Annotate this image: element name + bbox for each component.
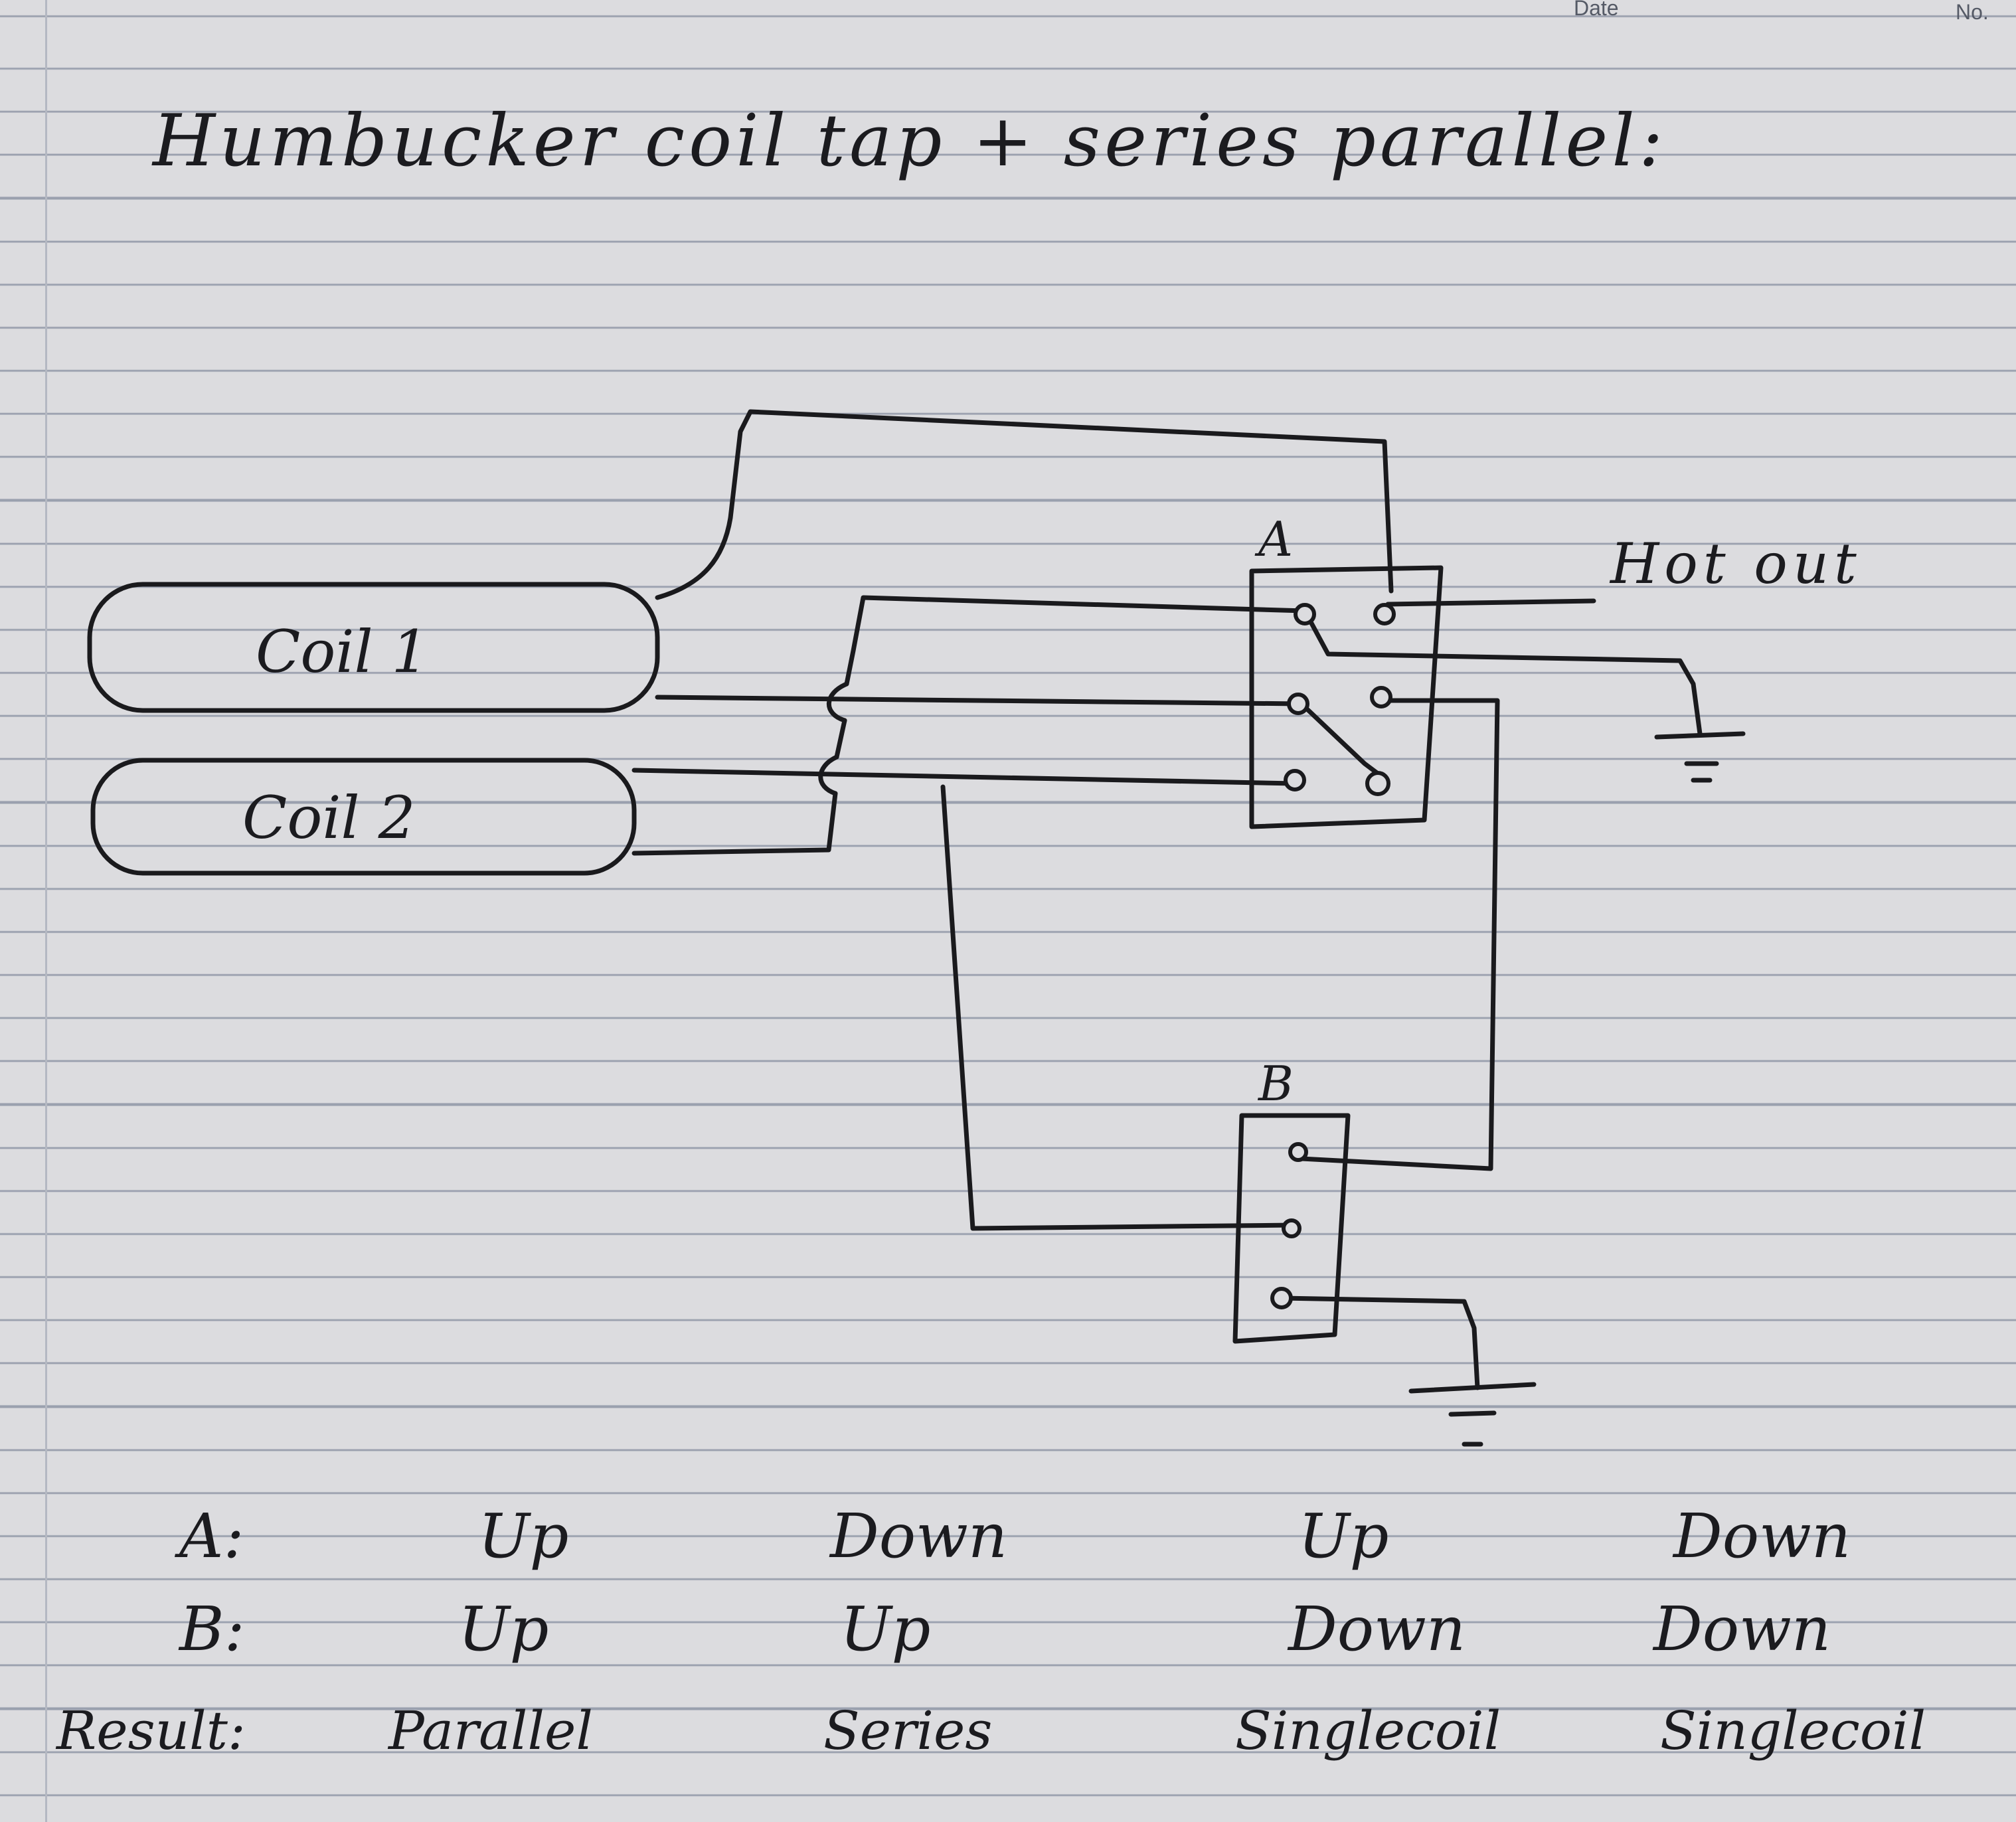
wire-coil2-to-switch-a-bottom — [631, 768, 1298, 786]
col4-a: Down — [1673, 1501, 1851, 1572]
col2-a: Down — [830, 1501, 1008, 1572]
row-label-b: B: — [179, 1594, 245, 1665]
margin-line — [45, 0, 47, 1822]
switch-a-lug-2 — [1373, 603, 1396, 625]
wire-switch-b-ground — [1279, 1295, 1480, 1390]
switch-a-lug-5 — [1284, 769, 1306, 791]
ground-2-line-2 — [1448, 1410, 1497, 1417]
col3-a: Up — [1298, 1501, 1389, 1572]
wire-coil1-top-to-hot — [655, 409, 1394, 600]
col2-b: Up — [840, 1594, 931, 1665]
col1-b: Up — [458, 1594, 549, 1665]
wire-hop-2 — [818, 754, 839, 796]
wire-series-to-switch-b — [940, 784, 1298, 1231]
col3-b: Down — [1288, 1594, 1466, 1665]
switch-b-lug-2 — [1282, 1218, 1302, 1238]
row-label-a: A: — [179, 1501, 244, 1572]
switch-a-lug-6 — [1365, 771, 1390, 796]
switch-b-body — [1232, 1113, 1351, 1344]
switch-a-label: A — [1258, 511, 1293, 567]
col2-result: Series — [823, 1700, 993, 1762]
coil-2-body — [90, 758, 637, 876]
coil-2-label: Coil 2 — [242, 784, 416, 852]
diagram-title: Humbucker coil tap + series parallel: — [153, 100, 1667, 183]
wire-to-coil2-bottom — [631, 791, 838, 856]
ground-1-line-1 — [1654, 731, 1746, 740]
wire-switch-a-top-left — [844, 595, 1307, 687]
wire-hot-out — [1385, 598, 1596, 607]
wire-switch-a-ground — [1302, 608, 1703, 736]
col3-result: Singlecoil — [1235, 1700, 1501, 1762]
wire-switch-a-to-switch-b — [1299, 698, 1500, 1171]
wire-coil1-to-switch-a-mid — [655, 695, 1304, 706]
number-label: No. — [1956, 0, 1989, 24]
switch-a-lug-1 — [1294, 603, 1316, 625]
wire-hop-1 — [826, 681, 849, 723]
wire-down-1 — [834, 718, 847, 760]
ground-2-line-1 — [1408, 1382, 1537, 1394]
col1-result: Parallel — [388, 1700, 593, 1762]
col4-b: Down — [1653, 1594, 1831, 1665]
switch-a-body — [1249, 565, 1444, 829]
date-label: Date — [1574, 0, 1619, 20]
hot-out-label: Hot out — [1610, 531, 1862, 596]
switch-b-lug-1 — [1288, 1142, 1308, 1162]
switch-a-lug-3 — [1287, 693, 1309, 715]
col4-result: Singlecoil — [1660, 1700, 1926, 1762]
row-label-result: Result: — [56, 1700, 246, 1762]
switch-a-lever — [1299, 701, 1381, 776]
coil-1-label: Coil 1 — [256, 618, 429, 686]
switch-a-lug-4 — [1370, 686, 1392, 708]
switch-b-lug-3 — [1270, 1287, 1293, 1309]
switch-b-label: B — [1258, 1056, 1294, 1112]
coil-1-body — [87, 582, 660, 713]
col1-a: Up — [478, 1501, 569, 1572]
